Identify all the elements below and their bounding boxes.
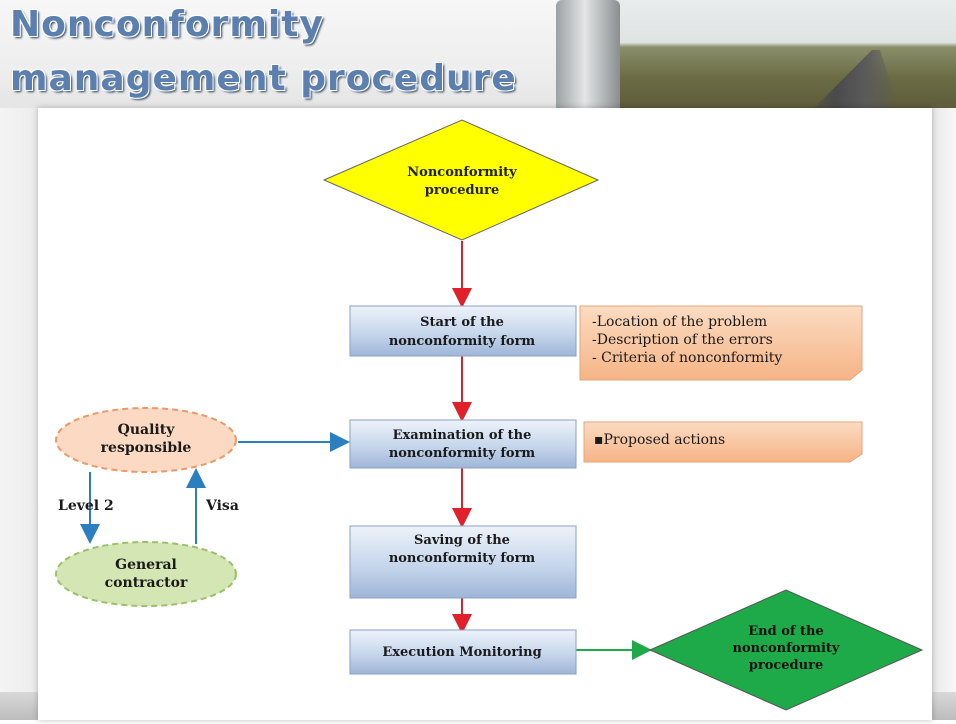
slide-title-line2: management procedure — [10, 58, 517, 99]
step-start-form: Start of the nonconformity form — [349, 305, 577, 357]
step1-note-line3: - Criteria of nonconformity — [592, 350, 782, 366]
step1-line2: nonconformity form — [389, 334, 536, 349]
step2-note-line1: ▪Proposed actions — [594, 432, 725, 448]
step-examination-form: Examination of the nonconformity form — [349, 419, 577, 469]
step-execution-monitoring: Execution Monitoring — [349, 629, 577, 675]
svg-text:▪Proposed actions: ▪Proposed actions — [594, 432, 725, 448]
svg-text:nonconformity form: nonconformity form — [389, 334, 536, 349]
step3-line1: Saving of the — [414, 533, 510, 548]
svg-text:-Location of the problem: -Location of the problem — [592, 314, 767, 330]
title-banner: Nonconformity management procedure — [0, 0, 956, 112]
step4-line1: Execution Monitoring — [382, 645, 541, 660]
step2-note: ▪Proposed actions — [583, 421, 863, 463]
end-decision-line3: procedure — [749, 658, 823, 673]
svg-text:nonconformity form: nonconformity form — [389, 446, 536, 461]
flowchart: Nonconformity procedure Start of the non… — [55, 119, 924, 711]
svg-text:contractor: contractor — [105, 575, 188, 591]
end-decision: End of the nonconformity procedure — [648, 589, 924, 711]
step1-note: -Location of the problem -Description of… — [579, 305, 863, 381]
svg-text:End of the: End of the — [748, 624, 824, 639]
svg-text:nonconformity: nonconformity — [733, 641, 840, 656]
svg-text:Start of the: Start of the — [420, 315, 504, 330]
slide-title-line1: Nonconformity — [10, 4, 324, 45]
quality-line1: Quality — [118, 422, 176, 438]
svg-text:procedure: procedure — [425, 183, 499, 198]
svg-text:responsible: responsible — [101, 440, 192, 456]
right-margin — [932, 108, 956, 720]
step1-note-line2: -Description of the errors — [592, 332, 773, 348]
step-saving-form: Saving of the nonconformity form — [349, 525, 577, 599]
landscape-photo — [600, 0, 956, 112]
svg-text:- Criteria of nonconformity: - Criteria of nonconformity — [592, 350, 782, 366]
svg-text:-Description of the errors: -Description of the errors — [592, 332, 773, 348]
end-decision-line1: End of the — [748, 624, 824, 639]
step2-line2: nonconformity form — [389, 446, 536, 461]
svg-text:Examination of the: Examination of the — [393, 428, 532, 443]
quality-responsible-node: Quality responsible — [55, 407, 237, 473]
contractor-line2: contractor — [105, 575, 188, 591]
svg-text:Level 2: Level 2 — [58, 498, 114, 514]
step3-line2: nonconformity form — [389, 551, 536, 566]
svg-text:Quality: Quality — [118, 422, 176, 438]
start-decision-line2: procedure — [425, 183, 499, 198]
start-decision-line1: Nonconformity — [407, 165, 517, 180]
step2-line1: Examination of the — [393, 428, 532, 443]
left-margin — [0, 108, 38, 720]
svg-text:Visa: Visa — [205, 498, 239, 514]
end-decision-line2: nonconformity — [733, 641, 840, 656]
svg-text:Execution Monitoring: Execution Monitoring — [382, 645, 541, 660]
visa-label: Visa — [205, 498, 239, 514]
quality-line2: responsible — [101, 440, 192, 456]
surveying-instrument-image — [556, 0, 620, 112]
svg-text:Nonconformity: Nonconformity — [407, 165, 517, 180]
svg-text:nonconformity form: nonconformity form — [389, 551, 536, 566]
general-contractor-node: General contractor — [55, 541, 237, 607]
contractor-line1: General — [115, 557, 177, 573]
svg-text:procedure: procedure — [749, 658, 823, 673]
step1-line1: Start of the — [420, 315, 504, 330]
step1-note-line1: -Location of the problem — [592, 314, 767, 330]
diagram-panel: Nonconformity procedure Start of the non… — [38, 108, 932, 720]
svg-text:General: General — [115, 557, 177, 573]
svg-text:Saving of the: Saving of the — [414, 533, 510, 548]
start-decision: Nonconformity procedure — [322, 119, 600, 241]
level2-label: Level 2 — [58, 498, 114, 514]
